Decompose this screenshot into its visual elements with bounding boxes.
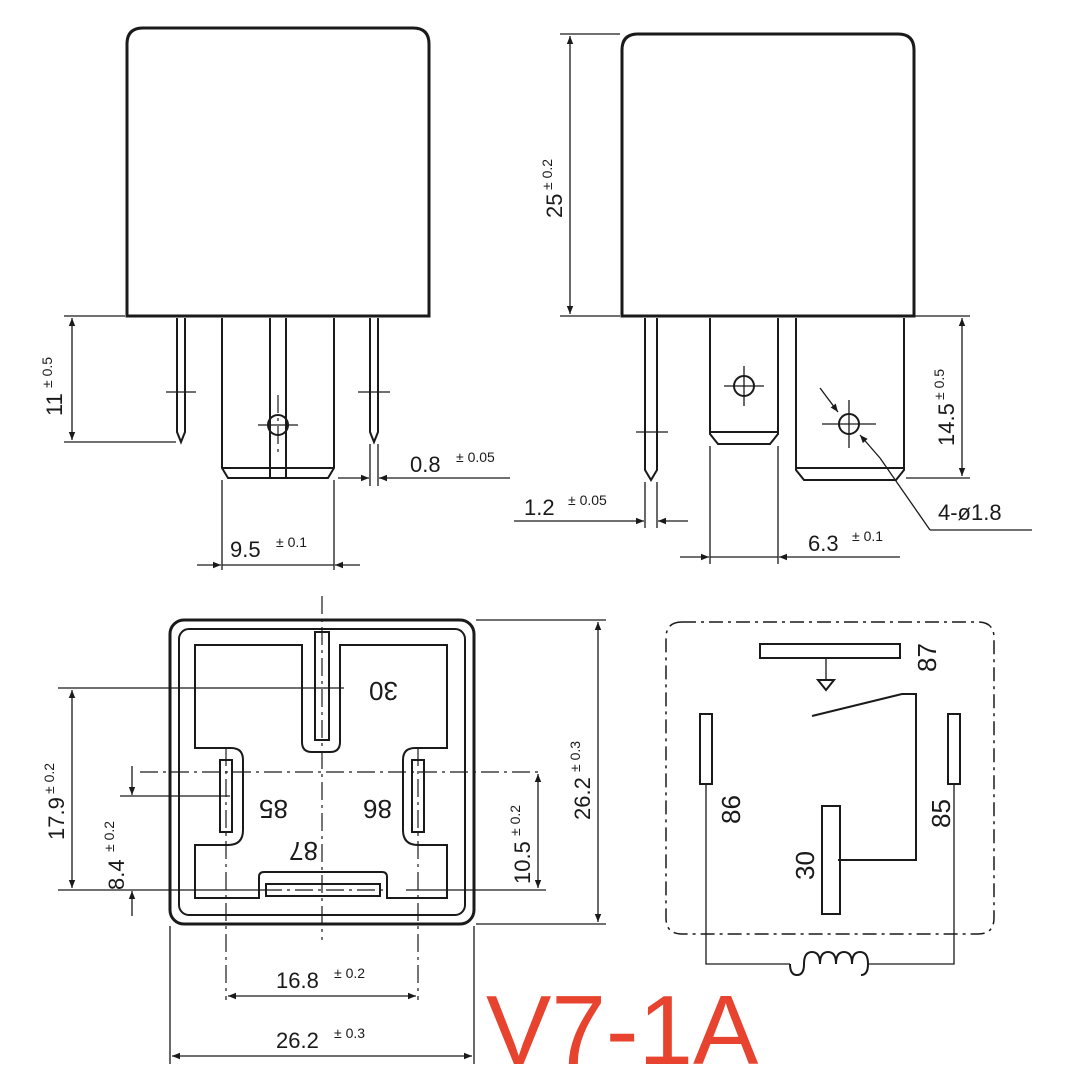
dim-value: 26.2 — [570, 777, 595, 820]
dim-body-height: 25 ± 0.2 — [539, 159, 567, 218]
bottom-label-30: 30 — [369, 676, 398, 706]
dim-16-8-value: 16.8 — [276, 968, 319, 993]
coil-wire-left — [705, 784, 790, 965]
dim-value: 11 — [42, 393, 67, 416]
terminal-center — [221, 318, 335, 479]
switch-arm — [811, 693, 917, 861]
dim-bottom-26-2-tol: ± 0.3 — [334, 1025, 365, 1041]
dim-pin-height: 11 ± 0.5 — [39, 357, 67, 416]
dim-tolerance: ± 0.5 — [39, 357, 55, 388]
dim-tolerance: ± 0.2 — [507, 805, 523, 836]
bottom-view: 30 85 86 87 17.9 ± 0.2 8.4 ± 0.2 10.5 ± … — [41, 596, 606, 1064]
dim-tolerance: ± 0.5 — [931, 369, 947, 400]
pin-86-bar — [699, 713, 713, 785]
dim-value: 25 — [542, 194, 567, 218]
contact-87-bar — [759, 643, 901, 659]
dim-tolerance: ± 0.2 — [101, 821, 117, 852]
schematic-label-87: 87 — [912, 643, 942, 672]
dim-pin-width-tol: ± 0.05 — [456, 449, 495, 465]
wiring-schematic: 87 86 85 30 — [665, 621, 995, 977]
dim-side-26-2: 26.2 ± 0.3 — [567, 741, 595, 820]
coil-wire-right — [868, 784, 955, 965]
hole-arrow-in — [819, 387, 839, 413]
pin-left — [176, 318, 186, 445]
dim-value: 10.5 — [510, 841, 535, 884]
dim-value: 14.5 — [934, 403, 959, 446]
bottom-label-86: 86 — [363, 794, 392, 824]
coil-symbol — [789, 950, 870, 977]
pin-right — [369, 318, 379, 445]
relay-body-front — [125, 26, 431, 318]
dim-10-5: 10.5 ± 0.2 — [507, 805, 535, 884]
dim-pin-pitch-value: 9.5 — [230, 537, 261, 562]
dim-pin-width-value: 0.8 — [410, 452, 441, 477]
dim-16-8-tol: ± 0.2 — [334, 965, 365, 981]
bottom-label-87: 87 — [289, 836, 318, 866]
dim-tolerance: ± 0.2 — [539, 159, 555, 190]
schematic-border — [665, 621, 995, 935]
contact-30-bar — [821, 805, 841, 915]
contact-87-arrow — [815, 679, 837, 692]
dim-tab-width-tol: ± 0.1 — [852, 528, 883, 544]
dim-value: 17.9 — [44, 797, 69, 840]
schematic-label-85: 85 — [926, 799, 956, 828]
dim-tab-width-value: 6.3 — [808, 531, 839, 556]
pin-thin-side — [644, 318, 658, 482]
tab-two — [795, 318, 905, 481]
pin-85-bar — [947, 713, 961, 785]
dim-tolerance: ± 0.3 — [567, 741, 583, 772]
relay-body-side — [620, 32, 916, 318]
bottom-label-85: 85 — [259, 794, 288, 824]
dim-8-4: 8.4 ± 0.2 — [101, 821, 129, 890]
dim-tolerance: ± 0.2 — [41, 763, 57, 794]
tab-one — [709, 318, 779, 445]
dim-17-9: 17.9 ± 0.2 — [41, 763, 69, 840]
model-label: V7-1A — [486, 975, 759, 1080]
schematic-label-30: 30 — [790, 851, 820, 880]
base-cavity — [194, 644, 448, 899]
schematic-label-86: 86 — [716, 795, 746, 824]
dim-value: 8.4 — [104, 859, 129, 890]
dim-bottom-26-2-value: 26.2 — [276, 1028, 319, 1053]
hole-leader — [879, 457, 931, 531]
dim-tab-length: 14.5 ± 0.5 — [931, 369, 959, 446]
dim-pin-thickness-tol: ± 0.05 — [568, 492, 607, 508]
dim-pin-thickness-value: 1.2 — [524, 495, 555, 520]
dim-pin-pitch-tol: ± 0.1 — [276, 534, 307, 550]
hole-arrow-out — [859, 434, 881, 459]
dim-holes-label: 4-ø1.8 — [938, 500, 1002, 525]
side-view: 25 ± 0.2 14.5 ± 0.5 1.2 ± 0.05 6.3 ± 0.1… — [514, 32, 1032, 564]
front-view: 11 ± 0.5 0.8 ± 0.05 9.5 ± 0.1 — [39, 26, 510, 570]
